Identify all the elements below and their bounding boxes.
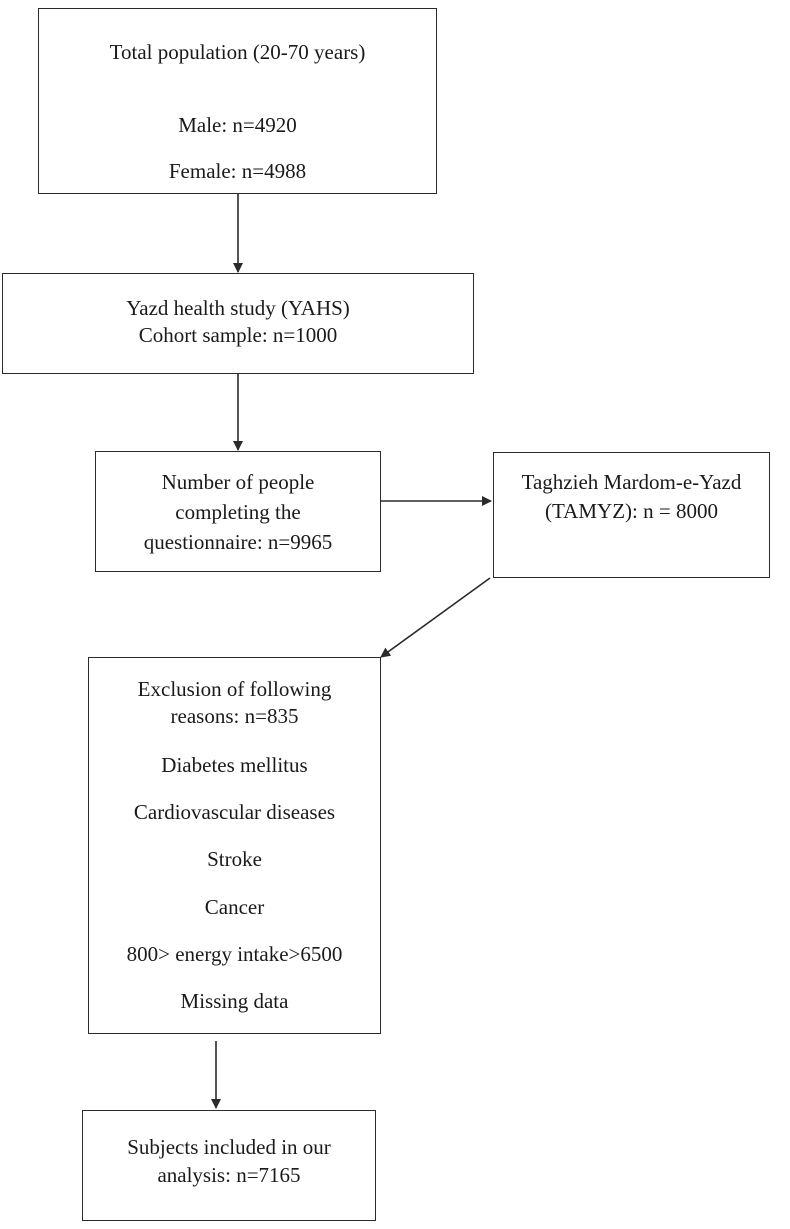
questionnaire-line-1: Number of people (161, 470, 315, 494)
included-count: analysis: n=7165 (157, 1163, 301, 1187)
female-count: Female: n=4988 (168, 159, 307, 183)
tamyz-title: Taghzieh Mardom-e-Yazd (521, 470, 742, 494)
exclusion-count: reasons: n=835 (170, 704, 299, 728)
yahs-box: Yazd health study (YAHS) Cohort sample: … (2, 273, 474, 374)
yahs-cohort-sample: Cohort sample: n=1000 (138, 323, 338, 347)
exclusion-reason-cardiovascular: Cardiovascular diseases (133, 800, 336, 824)
tamyz-count: (TAMYZ): n = 8000 (545, 499, 718, 523)
questionnaire-line-3: questionnaire: n=9965 (143, 530, 333, 554)
exclusion-reason-cancer: Cancer (204, 895, 265, 919)
total-population-title: Total population (20-70 years) (109, 40, 366, 64)
yahs-title: Yazd health study (YAHS) (126, 296, 350, 320)
exclusion-reason-diabetes: Diabetes mellitus (161, 753, 308, 777)
exclusion-reason-stroke: Stroke (207, 847, 262, 871)
exclusion-box: Exclusion of following reasons: n=835 Di… (88, 657, 381, 1034)
questionnaire-line-2: completing the (175, 500, 301, 524)
exclusion-reason-energy-intake: 800> energy intake>6500 (126, 942, 343, 966)
total-population-box: Total population (20-70 years) Male: n=4… (38, 8, 437, 194)
exclusion-reason-missing-data: Missing data (180, 989, 289, 1013)
included-subjects-box: Subjects included in our analysis: n=716… (82, 1110, 376, 1221)
included-line-1: Subjects included in our (127, 1135, 331, 1159)
male-count: Male: n=4920 (178, 113, 297, 137)
arrow-tamyz-to-exclusion (380, 577, 491, 658)
tamyz-box: Taghzieh Mardom-e-Yazd (TAMYZ): n = 8000 (493, 452, 770, 578)
questionnaire-box: Number of people completing the question… (95, 451, 381, 572)
exclusion-title: Exclusion of following (137, 677, 332, 701)
